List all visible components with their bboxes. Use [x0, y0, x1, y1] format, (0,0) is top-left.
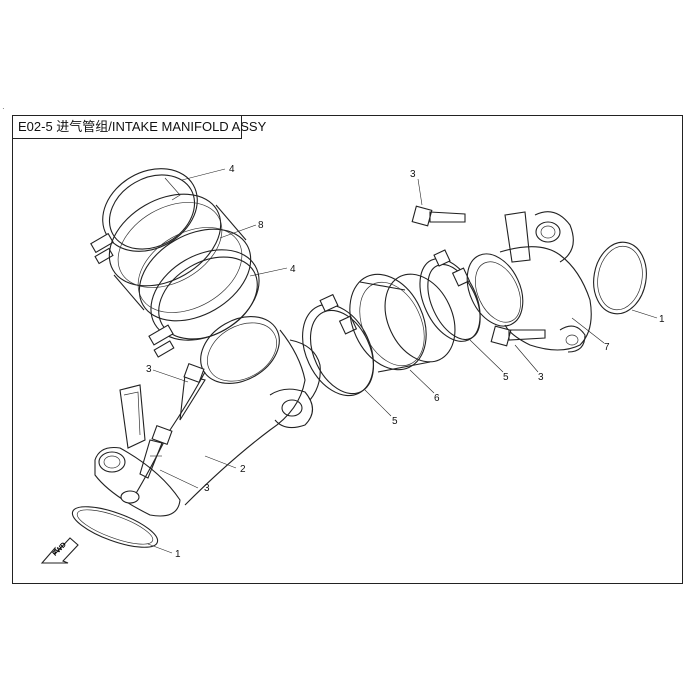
leader-lines [147, 168, 658, 554]
callout-6: 6 [434, 393, 440, 404]
corner-mark: · [2, 104, 5, 113]
screw-upper-right [411, 205, 466, 227]
callout-3-left-upper: 3 [146, 364, 152, 375]
callout-8: 8 [258, 220, 264, 231]
hose-clamp-upper-left [90, 168, 198, 265]
callout-3-right-lower: 3 [538, 372, 544, 383]
callout-1-lower: 1 [175, 549, 181, 560]
screw-lower-right [490, 325, 546, 347]
callout-2: 2 [240, 464, 246, 475]
intake-pipe [94, 316, 321, 517]
intake-manifold [466, 211, 592, 353]
callout-3-left-lower: 3 [204, 483, 210, 494]
callout-4-upper: 4 [229, 164, 235, 175]
drawing-title: E02-5 进气管组/INTAKE MANIFOLD ASSY [12, 115, 266, 139]
forward-direction-arrow: FWD [40, 537, 79, 564]
gasket-lower [71, 506, 159, 548]
hose-clamp-middle [302, 293, 375, 397]
callout-5-right: 5 [503, 372, 509, 383]
callout-7: 7 [604, 342, 610, 353]
screw-upper-left [179, 362, 206, 421]
hose-clamp-lower-left [148, 249, 260, 358]
callouts: 4 8 4 3 3 2 3 1 5 6 5 3 7 1 3 [146, 164, 665, 560]
callout-1-right: 1 [659, 314, 665, 325]
rubber-sleeve-left [108, 193, 252, 322]
fwd-label: FWD [52, 541, 68, 557]
hose-clamp-right [419, 249, 481, 342]
screw-lower-left [139, 424, 173, 479]
callout-4-lower: 4 [290, 264, 296, 275]
gasket-right [593, 241, 647, 315]
callout-5-middle: 5 [392, 416, 398, 427]
callout-3-right-upper: 3 [410, 169, 416, 180]
coupling-sleeve [349, 273, 456, 373]
drawing-frame [12, 115, 683, 584]
